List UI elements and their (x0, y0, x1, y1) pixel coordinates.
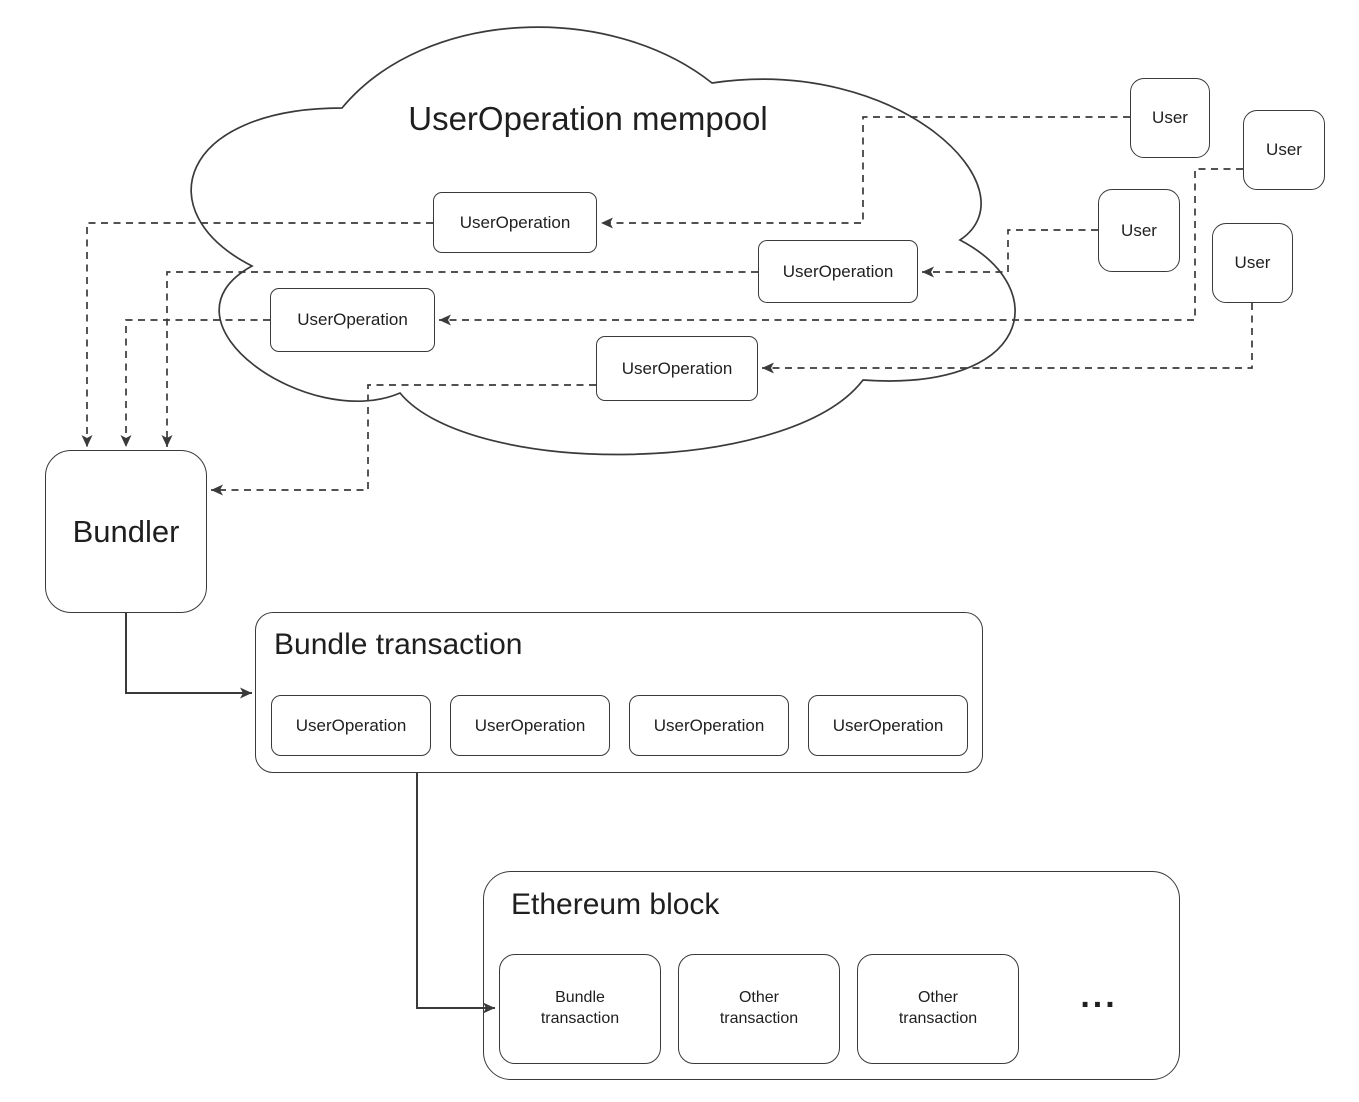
user-box-3: User (1098, 189, 1180, 272)
connector-userop1-to-bundler (81, 222, 433, 447)
userop-box-1: UserOperation (433, 192, 597, 253)
eth-tx-box-bundle: Bundle transaction (499, 954, 661, 1064)
userop-label: UserOperation (653, 715, 765, 735)
bundler-label: Bundler (72, 513, 180, 549)
bundle-transaction-container: Bundle transaction UserOperation UserOpe… (255, 612, 983, 773)
userop-label: UserOperation (621, 358, 733, 378)
user-label: User (1152, 108, 1188, 127)
userop-label: UserOperation (474, 715, 586, 735)
connector-userop4-to-bundler (211, 384, 596, 496)
user-box-4: User (1212, 223, 1293, 303)
connector-user3-to-userop2 (922, 229, 1098, 278)
connector-bundler-to-bundle-transaction (125, 613, 252, 699)
user-label: User (1234, 253, 1271, 272)
eth-tx-label: Bundle transaction (540, 989, 620, 1027)
eth-tx-box-other-2: Other transaction (857, 954, 1019, 1064)
bundle-userop-box-4: UserOperation (808, 695, 968, 756)
connector-user1-to-userop1 (601, 116, 1130, 229)
userop-box-4: UserOperation (596, 336, 758, 401)
bundle-userop-box-2: UserOperation (450, 695, 610, 756)
userop-box-2: UserOperation (758, 240, 918, 303)
user-label: User (1266, 140, 1302, 159)
connector-userop2-to-bundler (161, 271, 758, 447)
ethereum-block-container: Ethereum block Bundle transaction Other … (483, 871, 1180, 1080)
eth-tx-label: Other transaction (719, 989, 799, 1027)
mempool-title: UserOperation mempool (408, 100, 768, 137)
connector-user2-to-userop3 (439, 168, 1243, 326)
userop-label: UserOperation (459, 212, 571, 232)
userop-label: UserOperation (295, 715, 407, 735)
bundler-box: Bundler (45, 450, 207, 613)
connector-user4-to-userop4 (762, 303, 1253, 374)
userop-label: UserOperation (297, 310, 408, 329)
bundle-userop-box-1: UserOperation (271, 695, 431, 756)
user-label: User (1121, 220, 1157, 240)
ellipsis-label: ... (1080, 977, 1118, 1015)
userop-label: UserOperation (832, 715, 944, 735)
eth-tx-label: Other transaction (898, 989, 978, 1027)
ethereum-block-title: Ethereum block (511, 888, 720, 921)
userop-label: UserOperation (782, 261, 894, 281)
connector-bundle-transaction-to-ethereum-block (416, 773, 495, 1014)
bundle-transaction-title: Bundle transaction (274, 628, 523, 661)
userop-box-3: UserOperation (270, 288, 435, 352)
connector-userop3-to-bundler (120, 319, 270, 447)
bundle-userop-box-3: UserOperation (629, 695, 789, 756)
user-box-2: User (1243, 110, 1325, 190)
user-box-1: User (1130, 78, 1210, 158)
eth-tx-box-other-1: Other transaction (678, 954, 840, 1064)
